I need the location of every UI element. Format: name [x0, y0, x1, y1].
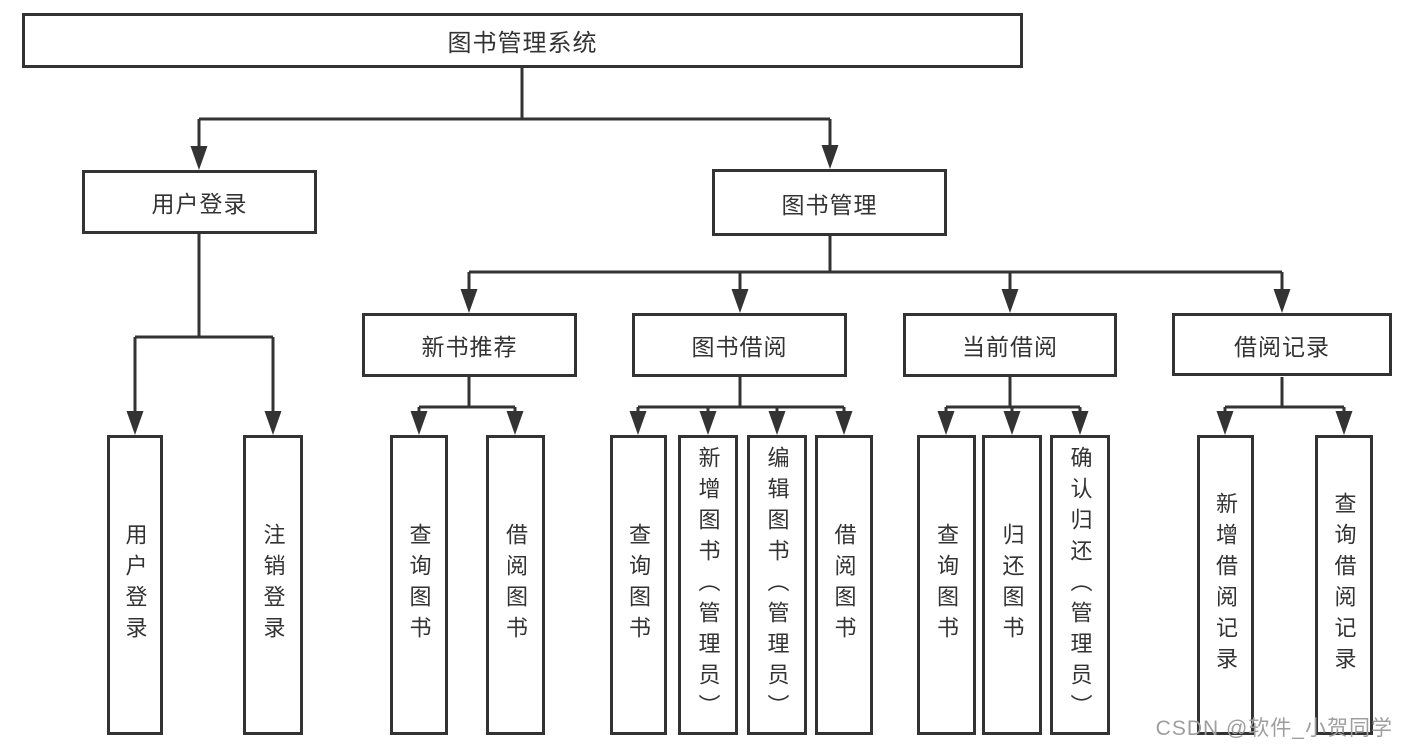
- leaf-recommend-borrow-books: 借阅图书: [486, 435, 545, 735]
- node-label: 借阅记录: [1234, 333, 1330, 360]
- node-label: 注销登录: [260, 523, 286, 647]
- node-label: 图书借阅: [691, 334, 788, 360]
- node-label: 借阅图书: [503, 523, 529, 647]
- node-label: 新增图书（管理员）: [695, 445, 721, 725]
- node-label: 图书管理系统: [447, 30, 598, 57]
- node-label: 当前借阅: [962, 334, 1058, 360]
- node-label: 新书推荐: [421, 334, 518, 360]
- node-label: 用户登录: [151, 191, 248, 217]
- leaf-records-add-record: 新增借阅记录: [1197, 435, 1254, 735]
- node-label: 归还图书: [999, 523, 1025, 647]
- leaf-user-login: 用户登录: [107, 435, 163, 735]
- node-library-management-system: 图书管理系统: [22, 13, 1023, 68]
- node-user-login: 用户登录: [82, 170, 317, 234]
- node-label: 查询借阅记录: [1331, 492, 1357, 678]
- leaf-borrowing-borrow-books: 借阅图书: [815, 435, 873, 735]
- leaf-recommend-query-books: 查询图书: [390, 435, 448, 735]
- node-label: 用户登录: [122, 523, 148, 647]
- leaf-borrowing-query-books: 查询图书: [610, 435, 667, 735]
- leaf-current-return-books: 归还图书: [982, 435, 1042, 735]
- node-label: 借阅图书: [831, 523, 857, 647]
- watermark: CSDN @软件_小贺同学: [1155, 717, 1393, 740]
- node-label: 查询图书: [626, 523, 652, 647]
- leaf-borrowing-edit-books-admin: 编辑图书（管理员）: [747, 435, 807, 735]
- leaf-logout: 注销登录: [243, 435, 303, 735]
- node-label: 编辑图书（管理员）: [764, 445, 790, 725]
- node-label: 确认归还（管理员）: [1067, 445, 1093, 725]
- leaf-current-confirm-return-admin: 确认归还（管理员）: [1050, 435, 1110, 735]
- node-current-borrowing: 当前借阅: [903, 313, 1117, 377]
- leaf-current-query-books: 查询图书: [917, 435, 976, 735]
- node-book-management: 图书管理: [712, 169, 947, 236]
- node-label: 查询图书: [406, 523, 432, 647]
- node-borrowing-records: 借阅记录: [1172, 313, 1392, 376]
- node-label: 新增借阅记录: [1213, 492, 1239, 678]
- leaf-records-query-record: 查询借阅记录: [1315, 435, 1373, 735]
- leaf-borrowing-add-books-admin: 新增图书（管理员）: [678, 435, 738, 735]
- node-label: 查询图书: [934, 523, 960, 647]
- node-book-borrowing: 图书借阅: [632, 313, 847, 377]
- node-new-book-recommend: 新书推荐: [362, 313, 577, 377]
- node-label: 图书管理: [781, 191, 878, 218]
